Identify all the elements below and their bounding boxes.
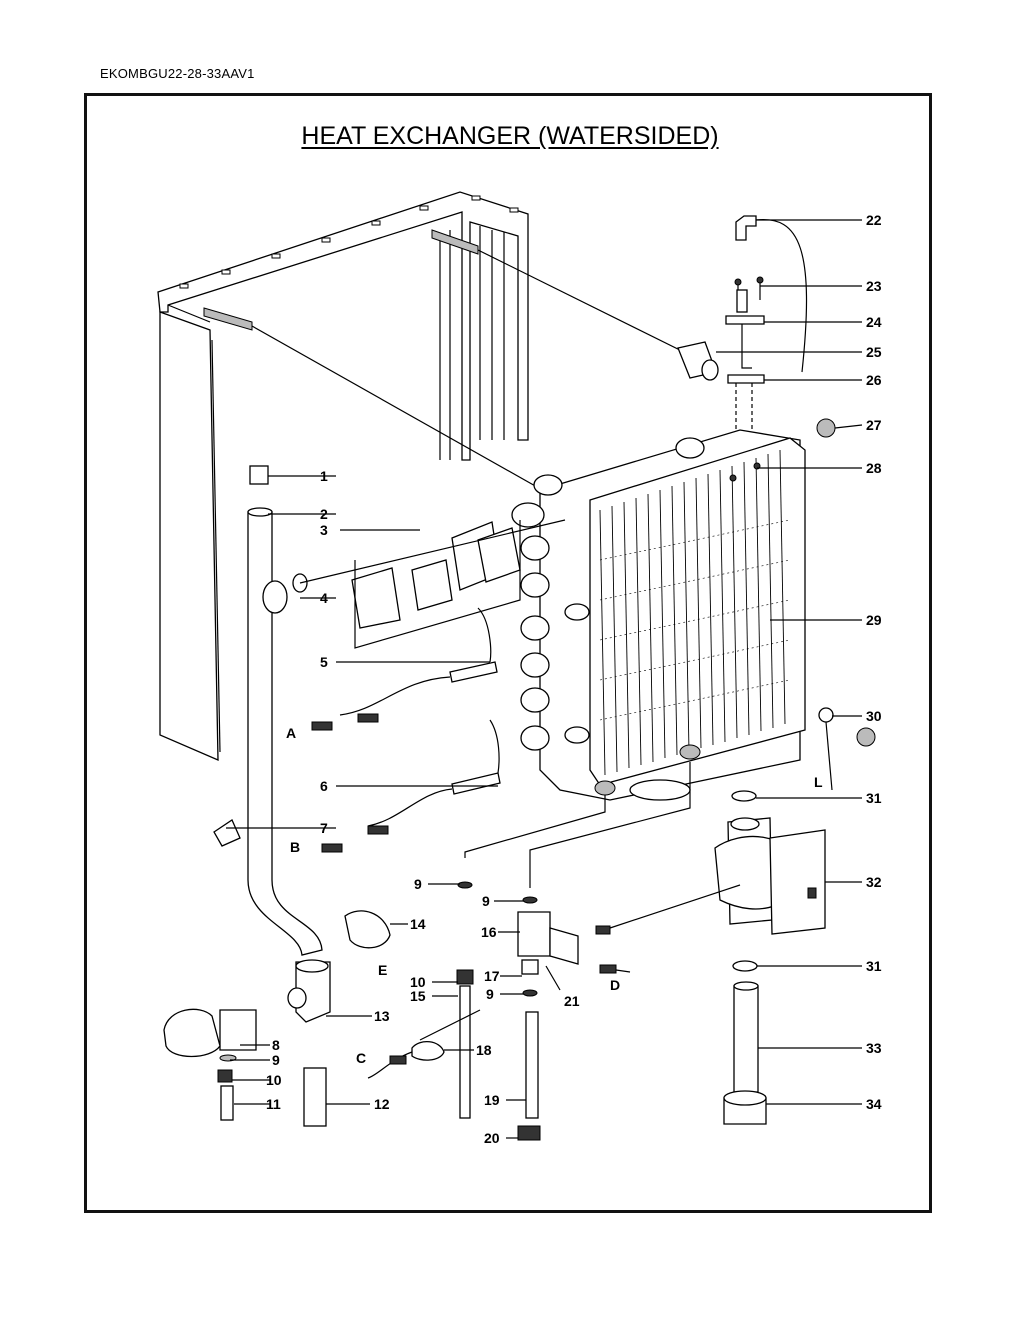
callout-1: 1 — [320, 468, 328, 484]
connector-b: B — [290, 839, 300, 855]
callout-6: 6 — [320, 778, 328, 794]
connector-c: C — [356, 1050, 366, 1066]
callout-25: 25 — [866, 344, 882, 360]
callout-10-mid: 10 — [410, 974, 426, 990]
callout-12: 12 — [374, 1096, 390, 1112]
callout-21: 21 — [564, 993, 580, 1009]
callout-11: 11 — [266, 1096, 281, 1112]
left-pipework — [213, 465, 566, 956]
bypass-group — [367, 762, 691, 1141]
callout-20: 20 — [484, 1130, 500, 1146]
callout-34: 34 — [866, 1096, 882, 1112]
callout-labels: 22 23 24 25 26 27 28 29 30 31 32 31 33 3… — [266, 212, 882, 1146]
leader-lines — [226, 219, 863, 1139]
callout-9-valve: 9 — [272, 1052, 280, 1068]
connector-l: L — [814, 774, 823, 790]
callout-29: 29 — [866, 612, 882, 628]
callout-16: 16 — [481, 924, 497, 940]
callout-2: 2 — [320, 506, 328, 522]
connector-a: A — [286, 725, 296, 741]
callout-19: 19 — [484, 1092, 500, 1108]
ignition-parts — [677, 215, 836, 482]
callout-24: 24 — [866, 314, 882, 330]
callout-9-mid: 9 — [482, 893, 490, 909]
callout-31-upper: 31 — [866, 790, 882, 806]
safety-valve-group — [163, 959, 331, 1127]
heat-exchanger — [511, 429, 806, 801]
callout-13: 13 — [374, 1008, 390, 1024]
callout-30: 30 — [866, 708, 882, 724]
callout-15: 15 — [410, 988, 426, 1004]
document-code: EKOMBGU22-28-33AAV1 — [100, 66, 255, 81]
callout-32: 32 — [866, 874, 882, 890]
callout-4: 4 — [320, 590, 328, 606]
callout-28: 28 — [866, 460, 882, 476]
pump-group — [595, 707, 876, 1125]
drawing-frame — [84, 93, 932, 1213]
callout-31-lower: 31 — [866, 958, 882, 974]
casing-panel — [157, 191, 701, 761]
callout-22: 22 — [866, 212, 882, 228]
callout-14: 14 — [410, 916, 426, 932]
callout-9-lower: 9 — [486, 986, 494, 1002]
callout-33: 33 — [866, 1040, 882, 1056]
callout-10-valve: 10 — [266, 1072, 282, 1088]
connector-e: E — [378, 962, 387, 978]
callout-18: 18 — [476, 1042, 492, 1058]
callout-8: 8 — [272, 1037, 280, 1053]
callout-3: 3 — [320, 522, 328, 538]
callout-27: 27 — [866, 417, 882, 433]
callout-17: 17 — [484, 968, 500, 984]
callout-7: 7 — [320, 820, 328, 836]
connector-d: D — [610, 977, 620, 993]
callout-9-left: 9 — [414, 876, 422, 892]
page-title: HEAT EXCHANGER (WATERSIDED) — [301, 122, 719, 150]
callout-23: 23 — [866, 278, 882, 294]
connector-letters: A B C D E L — [286, 725, 823, 1066]
callout-26: 26 — [866, 372, 882, 388]
callout-5: 5 — [320, 654, 328, 670]
